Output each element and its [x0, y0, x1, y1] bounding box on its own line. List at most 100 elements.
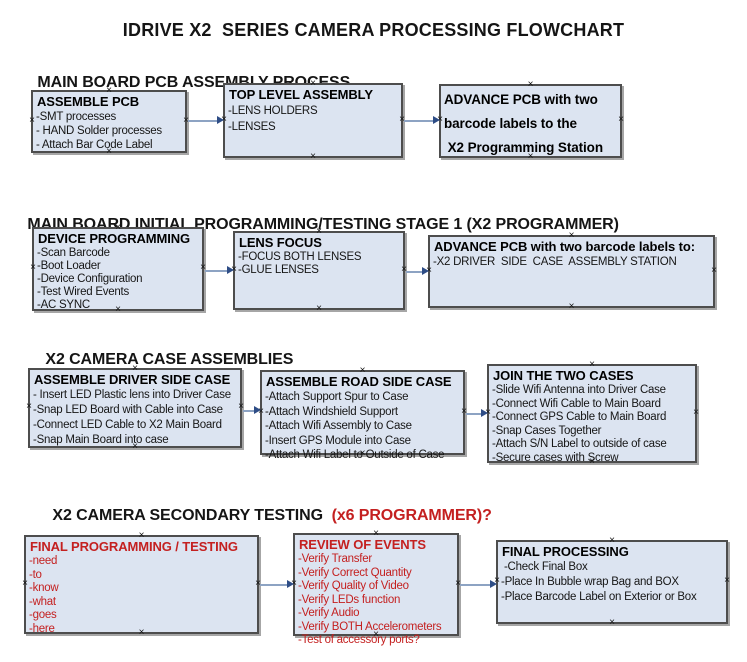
box-item: -FOCUS BOTH LENSES [238, 251, 362, 263]
flow-box-lens-focus[interactable]: × × × × LENS FOCUS -FOCUS BOTH LENSES -G… [231, 227, 407, 314]
box-item: -Connect LED Cable to X2 Main Board [33, 419, 222, 431]
box-item: -goes [29, 609, 57, 621]
box-item: - HAND Solder processes [36, 125, 162, 137]
box-title: ADVANCE PCB with two barcode labels to: [434, 239, 695, 254]
flow-box-top-level-assembly[interactable]: × × × × TOP LEVEL ASSEMBLY -LENS HOLDERS… [221, 79, 405, 162]
box-item: -Boot Loader [37, 260, 101, 272]
section-heading-text: X2 CAMERA SECONDARY TESTING [52, 507, 328, 524]
arrow-line [466, 412, 483, 415]
box-item: -Attach Wifi Assembly to Case [265, 420, 412, 432]
arrow-line [205, 269, 229, 272]
flow-box-join-the-two-cases[interactable]: × × × × JOIN THE TWO CASES -Slide Wifi A… [485, 360, 699, 467]
arrow-head-icon [422, 267, 429, 275]
box-item: -Place In Bubble wrap Bag and BOX [501, 576, 679, 588]
box-title: TOP LEVEL ASSEMBLY [229, 87, 373, 102]
flow-box-review-of-events[interactable]: × × × × REVIEW OF EVENTS -Verify Transfe… [291, 529, 461, 647]
flow-box-device-programming[interactable]: × × × × DEVICE PROGRAMMING -Scan Barcode… [30, 223, 206, 315]
connector-arrow[interactable] [243, 406, 261, 415]
connector-arrow[interactable] [406, 267, 429, 276]
box-item: -Scan Barcode [37, 247, 110, 259]
arrow-head-icon [254, 406, 261, 414]
box-title: ASSEMBLE PCB [37, 94, 140, 109]
connector-arrow[interactable] [460, 580, 497, 589]
box-item: -Attach S/N Label to outside of case [492, 438, 667, 450]
arrow-head-icon [287, 580, 294, 588]
box-title: LENS FOCUS [239, 235, 322, 250]
arrow-head-icon [490, 580, 497, 588]
flow-box-assemble-pcb[interactable]: × × × × ASSEMBLE PCB -SMT processes - HA… [29, 86, 189, 157]
box-item: -Verify Audio [298, 607, 360, 619]
box-item: -know [29, 582, 59, 594]
box-item: -Connect GPS Cable to Main Board [492, 411, 667, 423]
connector-arrow[interactable] [466, 409, 488, 418]
connector-arrow[interactable] [188, 116, 224, 125]
box-item: -LENS HOLDERS [228, 105, 318, 117]
anchor-icon: × [310, 151, 316, 162]
box-item: -AC SYNC [37, 299, 90, 311]
flow-box-advance-pcb-programming-station[interactable]: × × × × ADVANCE PCB with two barcode lab… [437, 80, 624, 162]
flow-box-assemble-driver-side-case[interactable]: × × × × ASSEMBLE DRIVER SIDE CASE - Inse… [26, 364, 244, 452]
box-item: -Snap LED Board with Cable into Case [33, 404, 223, 416]
connector-arrow[interactable] [404, 116, 440, 125]
box-item: -Place Barcode Label on Exterior or Box [501, 591, 697, 603]
arrow-head-icon [227, 266, 234, 274]
box-title: FINAL PROGRAMMING / TESTING [30, 539, 238, 554]
box-item: -Verify BOTH Accelerometers [298, 620, 442, 633]
arrow-line [406, 270, 424, 273]
anchor-icon: × [568, 301, 575, 312]
section-heading-red-text: (x6 PROGRAMMER)? [327, 507, 492, 524]
anchor-icon: × [316, 303, 322, 314]
anchor-icon: × [609, 617, 615, 628]
connector-arrow[interactable] [260, 580, 294, 589]
box-item: -Insert GPS Module into Case [265, 434, 411, 447]
arrow-line [260, 583, 289, 586]
flow-box-final-programming-testing[interactable]: × × × × FINAL PROGRAMMING / TESTING -nee… [22, 531, 261, 638]
box-item: -LENSES [228, 121, 276, 133]
box-title: ASSEMBLE DRIVER SIDE CASE [34, 372, 231, 387]
box-item: -Attach Support Spur to Case [265, 391, 409, 403]
box-item: -Connect Wifi Cable to Main Board [492, 397, 661, 410]
box-item: -Test Wired Events [37, 286, 129, 298]
box-item: -Attach Windshield Support [265, 405, 398, 418]
box-item: -Verify Correct Quantity [298, 566, 412, 579]
box-item: -Secure cases with Screw [492, 451, 619, 464]
box-item: -to [29, 568, 42, 581]
section-heading-secondary-testing: X2 CAMERA SECONDARY TESTING (x6 PROGRAMM… [35, 489, 492, 543]
flow-box-assemble-road-side-case[interactable]: × × × × ASSEMBLE ROAD SIDE CASE -Attach … [258, 366, 467, 462]
box-line: barcode labels to the [444, 116, 577, 131]
box-item: - Insert LED Plastic lens into Driver Ca… [33, 389, 231, 401]
arrow-line [243, 409, 256, 412]
box-item: -what [29, 595, 56, 608]
box-item: -Attach Wifi Label to Outside of Case [265, 449, 445, 461]
box-line: X2 Programming Station [444, 140, 603, 155]
box-item: -Slide Wifi Antenna into Driver Case [492, 384, 666, 396]
arrow-line [404, 119, 435, 122]
page-title: IDRIVE X2 SERIES CAMERA PROCESSING FLOWC… [122, 20, 625, 40]
connector-arrow[interactable] [205, 266, 234, 275]
box-item: -Check Final Box [501, 561, 588, 573]
arrow-line [460, 583, 492, 586]
section-heading-case-assemblies: X2 CAMERA CASE ASSEMBLIES [28, 333, 293, 387]
flow-box-final-processing[interactable]: × × × × FINAL PROCESSING -Check Final Bo… [494, 536, 730, 628]
arrow-head-icon [433, 116, 440, 124]
box-item: -Device Configuration [37, 273, 143, 285]
box-title: JOIN THE TWO CASES [493, 368, 634, 383]
flow-box-advance-pcb-driver-side[interactable]: × × × × ADVANCE PCB with two barcode lab… [426, 231, 717, 312]
box-item: -Snap Cases Together [492, 424, 602, 437]
box-item: -Test of accessory ports? [298, 634, 420, 646]
box-item: -here [29, 622, 55, 635]
box-title: DEVICE PROGRAMMING [38, 231, 191, 246]
box-item: -need [29, 555, 58, 567]
section-heading-text: X2 CAMERA CASE ASSEMBLIES [45, 351, 294, 368]
box-item: -Snap Main Board into case [33, 434, 169, 446]
arrow-line [188, 119, 219, 122]
box-item: -Verify LEDs function [298, 593, 401, 606]
box-line: ADVANCE PCB with two [444, 92, 598, 107]
arrow-head-icon [217, 116, 224, 124]
box-item: -X2 DRIVER SIDE CASE ASSEMBLY STATION [433, 256, 677, 268]
box-title: FINAL PROCESSING [502, 544, 629, 559]
box-item: - Attach Bar Code Label [36, 139, 153, 151]
box-item: -Verify Quality of Video [298, 580, 409, 592]
box-title: ASSEMBLE ROAD SIDE CASE [266, 374, 452, 389]
